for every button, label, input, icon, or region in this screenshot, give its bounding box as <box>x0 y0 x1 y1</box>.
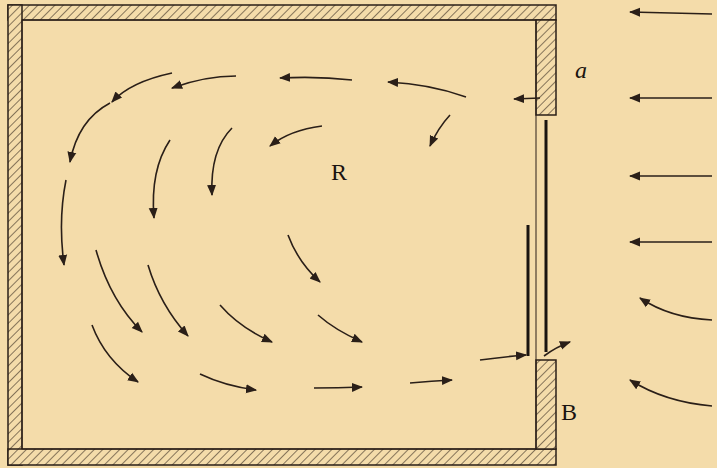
label-holder: B <box>561 400 577 424</box>
flow-arrow <box>280 77 352 80</box>
right-wall-upper <box>536 20 556 115</box>
flow-arrow <box>61 180 66 265</box>
flow-arrow <box>480 355 526 360</box>
wind-arrow <box>640 298 712 320</box>
wind-arrow <box>630 175 712 177</box>
flow-arrow <box>314 387 362 388</box>
letter-label: R <box>331 160 347 184</box>
right-wall-lower <box>536 360 556 449</box>
flow-arrow <box>288 235 320 282</box>
flow-arrow <box>514 98 540 99</box>
label-holder: a <box>575 58 587 82</box>
letter-label: B <box>561 400 577 424</box>
flow-arrow <box>172 76 236 88</box>
label-holder: R <box>331 160 347 184</box>
inner-sash <box>527 225 530 356</box>
flow-arrow <box>388 82 466 97</box>
flow-arrow <box>410 380 452 383</box>
outside-wind-arrows <box>630 12 712 406</box>
flow-arrow <box>153 140 170 218</box>
wind-arrow <box>630 97 712 99</box>
bottom-wall <box>8 449 556 465</box>
flow-arrow <box>200 374 256 390</box>
flow-arrow <box>544 342 570 356</box>
top-wall <box>8 5 556 20</box>
flow-arrow <box>92 325 138 382</box>
flow-arrow <box>270 126 322 146</box>
wind-arrow <box>630 241 712 243</box>
walls <box>8 5 556 465</box>
left-wall <box>8 5 22 465</box>
room-interior-outline <box>22 20 536 449</box>
flow-arrow <box>148 265 188 336</box>
air-flow-arrows <box>61 73 570 390</box>
flow-arrow <box>70 103 110 162</box>
flow-arrow <box>318 315 362 342</box>
flow-arrow <box>220 305 272 342</box>
wind-arrow <box>630 380 712 406</box>
wind-arrow <box>630 12 712 14</box>
letter-label: a <box>575 58 587 82</box>
window-sashes <box>528 120 546 356</box>
flow-arrow <box>112 73 172 102</box>
outer-sash <box>545 120 548 352</box>
flow-arrow <box>212 128 232 195</box>
flow-arrow <box>430 115 450 146</box>
flow-arrow <box>96 250 142 332</box>
